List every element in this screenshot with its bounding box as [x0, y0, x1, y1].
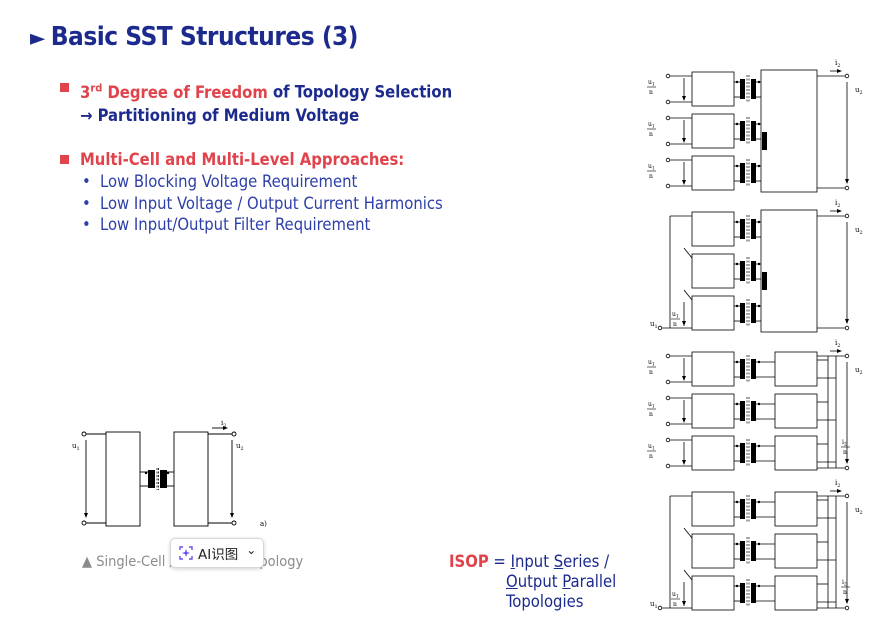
u1-over-n-label: u1n: [647, 359, 656, 376]
u1-over-n-label: u1n: [647, 79, 656, 96]
bullet-square-icon: [60, 83, 69, 92]
svg-text:n: n: [649, 453, 653, 460]
bullet-degree-of-freedom: 3rd Degree of Freedom of Topology Select…: [60, 76, 452, 127]
u2-label: u2: [855, 366, 863, 376]
i2-label: i2: [835, 479, 840, 489]
u1-over-n-label: u1n: [647, 121, 656, 138]
svg-text:u1: u1: [648, 163, 655, 172]
list-item: Low Input Voltage / Output Current Harmo…: [82, 193, 443, 215]
svg-text:u1: u1: [648, 79, 655, 88]
u2-label: u2: [236, 442, 244, 452]
panel-label: a): [260, 520, 267, 528]
svg-text:n: n: [843, 449, 847, 456]
svg-text:n: n: [649, 89, 653, 96]
svg-text:n: n: [649, 369, 653, 376]
u2-label: u2: [855, 226, 863, 236]
svg-text:u1: u1: [672, 311, 679, 320]
svg-text:i2: i2: [842, 579, 847, 588]
u2-label: u2: [855, 86, 863, 96]
single-cell-diagram: u1 u2 i2 a): [72, 420, 267, 528]
svg-text:u1: u1: [648, 359, 655, 368]
isop-definition: ISOP = Input Series / Output Parallel To…: [449, 552, 617, 611]
svg-text:n: n: [673, 601, 677, 608]
bullet1-line2: → Partitioning of Medium Voltage: [80, 105, 360, 125]
ai-button-label: AI识图: [198, 547, 239, 563]
u1-over-n-label: u1n: [671, 591, 680, 608]
svg-text:u1: u1: [648, 121, 655, 130]
svg-text:n: n: [649, 411, 653, 418]
sub-bullet-list: Low Blocking Voltage Requirement Low Inp…: [60, 171, 443, 236]
multi-cell-diagrams: i2u2u1nu1nu1ni2u2u1u1ni2u2i2nu1nu1nu1ni2…: [647, 59, 863, 611]
svg-text:u1: u1: [648, 443, 655, 452]
u1-label: u1: [72, 442, 80, 452]
svg-text:i2: i2: [842, 439, 847, 448]
u1-label: u1: [650, 320, 658, 330]
u1-over-n-label: u1n: [671, 311, 680, 328]
svg-text:u1: u1: [672, 591, 679, 600]
i2-label: i2: [835, 59, 840, 69]
title-arrow-icon: ►: [30, 26, 45, 51]
i2-label: i2: [221, 420, 226, 429]
i2-label: i2: [835, 199, 840, 209]
i2-over-n-label: i2n: [841, 579, 850, 596]
slide-title: ►Basic SST Structures (3): [30, 22, 358, 52]
list-item: Low Blocking Voltage Requirement: [82, 171, 443, 193]
bullet-square-icon: [60, 155, 69, 164]
caption-triangle-icon: ▲: [82, 554, 93, 570]
svg-text:n: n: [649, 131, 653, 138]
ai-sparkle-icon: [179, 546, 193, 560]
svg-text:n: n: [649, 173, 653, 180]
ai-image-recognition-button[interactable]: AI识图 ⌄: [170, 538, 265, 568]
chevron-down-icon: ⌄: [246, 543, 257, 557]
svg-text:n: n: [673, 321, 677, 328]
u1-over-n-label: u1n: [647, 443, 656, 460]
u2-label: u2: [855, 506, 863, 516]
svg-text:n: n: [843, 589, 847, 596]
i2-label: i2: [835, 339, 840, 349]
u1-label: u1: [650, 600, 658, 610]
svg-text:u1: u1: [648, 401, 655, 410]
i2-over-n-label: i2n: [841, 439, 850, 456]
u1-over-n-label: u1n: [647, 163, 656, 180]
u1-over-n-label: u1n: [647, 401, 656, 418]
bullet-multicell: Multi-Cell and Multi-Level Approaches: L…: [60, 148, 443, 236]
list-item: Low Input/Output Filter Requirement: [82, 214, 443, 236]
